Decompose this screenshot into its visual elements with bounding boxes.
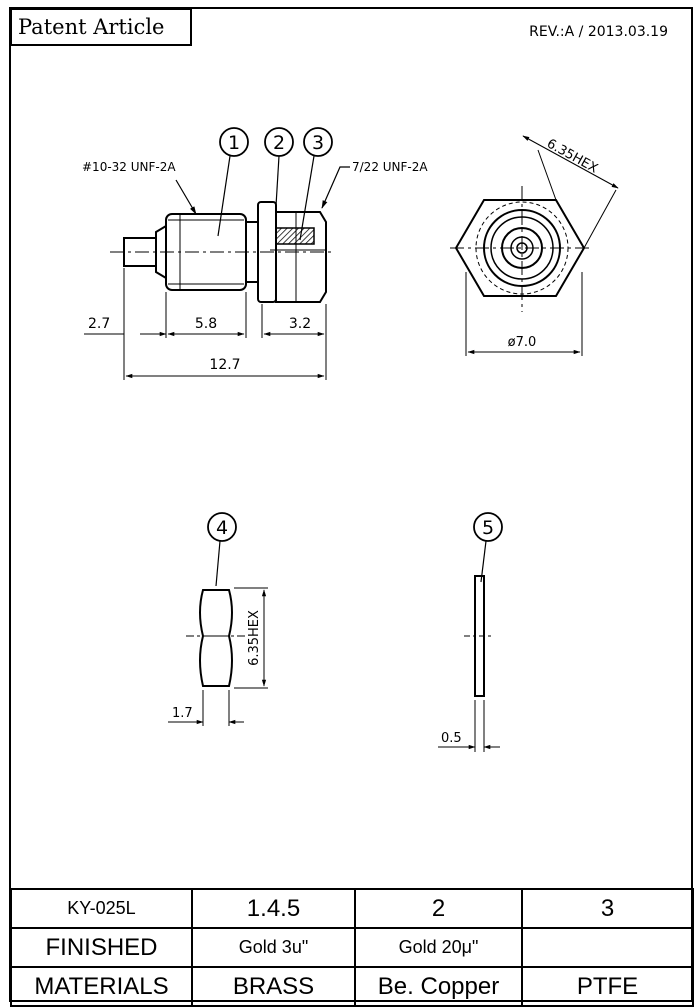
table-cell: KY-025L <box>10 888 193 929</box>
dim-1-7: 1.7 <box>172 706 193 721</box>
table-row: FINISHED Gold 3u" Gold 20μ" <box>10 927 694 968</box>
dim-dia: ø7.0 <box>508 335 537 350</box>
balloon-2-label: 2 <box>273 132 285 154</box>
table-row: MATERIALS BRASS Be. Copper PTFE <box>10 966 694 1007</box>
thread-callout-2: 7/22 UNF-2A <box>352 160 428 174</box>
balloon-5: 5 <box>473 512 503 583</box>
revision-label: REV.:A / 2013.03.19 <box>529 24 668 40</box>
balloon-5-label: 5 <box>482 517 494 539</box>
balloon-2: 2 <box>264 127 294 207</box>
thread-callout-1: #10-32 UNF-2A <box>82 160 176 174</box>
balloon-3: 3 <box>299 127 333 241</box>
connector-side-view <box>123 201 327 303</box>
dim-hex-front: 6.35HEX <box>544 136 600 176</box>
dim-2-7: 2.7 <box>88 316 110 332</box>
table-row: KY-025L 1.4.5 2 3 <box>10 888 694 929</box>
dim-12-7: 12.7 <box>209 357 240 373</box>
dim-hex-nut: 6.35HEX <box>247 610 262 666</box>
table-cell: Gold 20μ" <box>354 927 523 968</box>
table-cell: MATERIALS <box>10 966 193 1007</box>
dim-line-hex <box>522 135 619 189</box>
table-cell: BRASS <box>191 966 356 1007</box>
table-cell: PTFE <box>521 966 694 1007</box>
balloon-4-label: 4 <box>216 517 228 539</box>
table-cell: 2 <box>354 888 523 929</box>
table-cell: FINISHED <box>10 927 193 968</box>
table-cell <box>521 927 694 968</box>
table-cell: Be. Copper <box>354 966 523 1007</box>
balloon-3-label: 3 <box>312 132 324 154</box>
table-cell: Gold 3u" <box>191 927 356 968</box>
table-cell: 3 <box>521 888 694 929</box>
dim-0-5: 0.5 <box>441 731 462 746</box>
balloon-1-label: 1 <box>228 132 240 154</box>
bill-of-materials-table: KY-025L 1.4.5 2 3 FINISHED Gold 3u" Gold… <box>10 888 694 1007</box>
balloon-4: 4 <box>207 512 237 587</box>
dim-3-2: 3.2 <box>289 316 311 332</box>
title-tag: Patent Article <box>10 8 192 46</box>
dim-5-8: 5.8 <box>195 316 217 332</box>
table-cell: 1.4.5 <box>191 888 356 929</box>
balloon-1: 1 <box>217 127 249 237</box>
part-4-nut <box>199 589 233 687</box>
extension-lines <box>123 268 327 380</box>
